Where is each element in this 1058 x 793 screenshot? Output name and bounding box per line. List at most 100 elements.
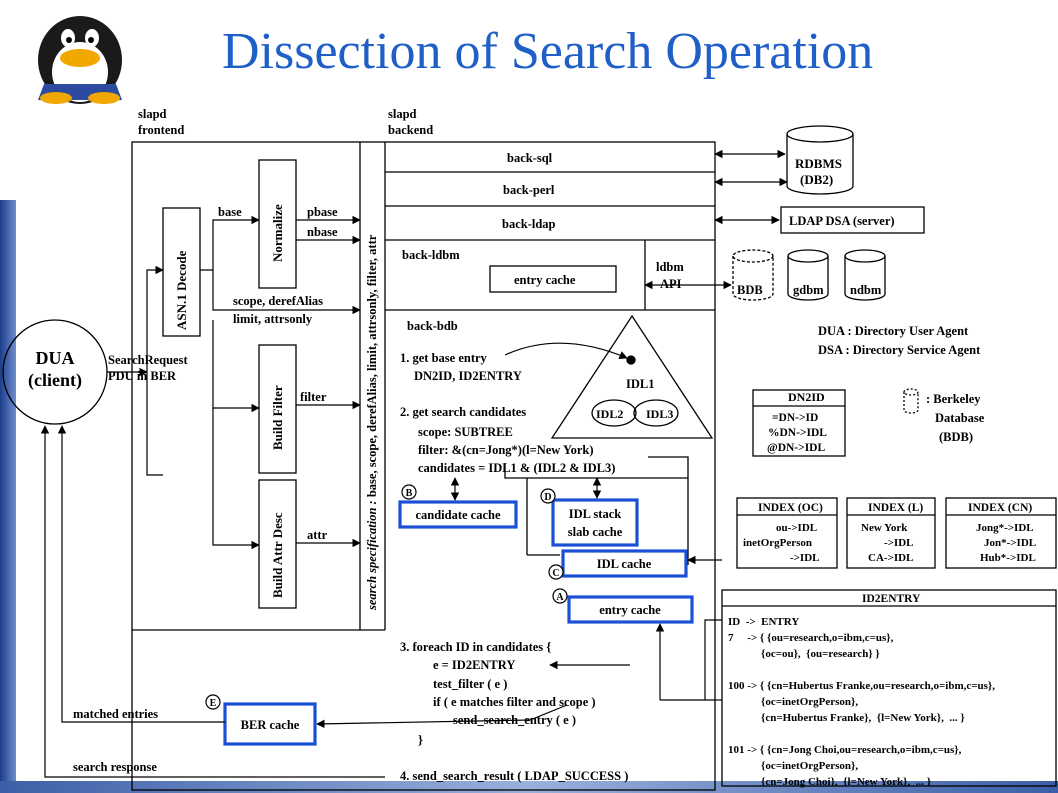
svg-text:scope, derefAlias: scope, derefAlias <box>233 294 323 308</box>
svg-text:3. foreach ID in candidates {: 3. foreach ID in candidates { <box>400 640 551 654</box>
svg-text:IDL2: IDL2 <box>596 407 623 421</box>
svg-text:frontend: frontend <box>138 123 184 137</box>
svg-text:A: A <box>556 592 564 603</box>
slapd-backend-label: slapd <box>388 107 417 121</box>
svg-text:BDB: BDB <box>737 283 763 297</box>
svg-text:2. get search candidates: 2. get search candidates <box>400 405 526 419</box>
svg-text:slab cache: slab cache <box>568 525 623 539</box>
svg-text:filter: filter <box>300 390 327 404</box>
entry-cache-box <box>567 595 694 624</box>
back-bdb-label: back-bdb <box>407 319 458 333</box>
svg-text:send_search_entry ( e ): send_search_entry ( e ) <box>453 713 576 727</box>
index-l-box <box>846 497 936 569</box>
svg-text:DUA : Directory User Agent: DUA : Directory User Agent <box>818 324 969 338</box>
back-perl-label: back-perl <box>503 183 555 197</box>
slapd-frontend-label: slapd <box>138 107 167 121</box>
svg-text:=DN->ID: =DN->ID <box>772 412 818 424</box>
ldap-dsa-box <box>780 206 925 234</box>
svg-text:scope: SUBTREE: scope: SUBTREE <box>418 425 513 439</box>
svg-text:C: C <box>552 568 559 579</box>
idl-stack-slab-cache-box <box>551 498 639 547</box>
svg-text:base: base <box>218 205 242 219</box>
idl-cache-label: IDL cache <box>597 557 652 571</box>
ldbm-entry-cache-box <box>489 265 617 293</box>
svg-text:filter: &(cn=Jong*)(l=New York: filter: &(cn=Jong*)(l=New York) <box>418 443 594 457</box>
svg-text:(DB2): (DB2) <box>800 172 833 187</box>
svg-text:IDL1: IDL1 <box>626 377 654 391</box>
id2entry-line: {cn=Hubertus Franke}, {l=New York}, ... … <box>728 712 965 724</box>
svg-text:nbase: nbase <box>307 225 338 239</box>
slapd-frame <box>131 141 716 791</box>
svg-text:@DN->IDL: @DN->IDL <box>767 442 825 454</box>
svg-text:INDEX (CN): INDEX (CN) <box>968 502 1032 514</box>
idl-cache-box <box>561 549 688 578</box>
id2entry-line: 7 -> { {ou=research,o=ibm,c=us}, <box>728 632 894 644</box>
svg-text:ldbm: ldbm <box>656 260 684 274</box>
svg-text:ID2ENTRY: ID2ENTRY <box>862 593 921 605</box>
svg-text:candidates = IDL1 & (IDL2 & ID: candidates = IDL1 & (IDL2 & IDL3) <box>418 461 615 475</box>
svg-text:ndbm: ndbm <box>850 283 882 297</box>
svg-text:e = ID2ENTRY: e = ID2ENTRY <box>433 658 515 672</box>
dua-label: DUA <box>36 348 75 368</box>
svg-text:E: E <box>210 698 217 709</box>
svg-text:entry cache: entry cache <box>514 273 576 287</box>
svg-text:1. get base entry: 1. get base entry <box>400 351 488 365</box>
svg-text:inetOrgPerson: inetOrgPerson <box>743 537 812 549</box>
matched-entries-label: matched entries <box>73 707 158 721</box>
id2entry-line: {oc=inetOrgPerson}, <box>728 760 858 772</box>
svg-text:IDL stack: IDL stack <box>569 507 621 521</box>
search-request-label: SearchRequest <box>108 353 188 367</box>
back-sql-label: back-sql <box>507 151 553 165</box>
id2entry-line: 101 -> { {cn=Jong Choi,ou=research,o=ibm… <box>728 744 962 756</box>
svg-text:test_filter ( e ): test_filter ( e ) <box>433 677 507 691</box>
asn1-decode-label: ASN.1 Decode <box>174 250 189 330</box>
svg-text:INDEX (L): INDEX (L) <box>868 502 923 514</box>
back-ldap-label: back-ldap <box>502 217 556 231</box>
svg-text:->IDL: ->IDL <box>790 552 820 564</box>
svg-text:D: D <box>544 492 551 503</box>
svg-text:pbase: pbase <box>307 205 338 219</box>
back-ldbm-label: back-ldbm <box>402 248 460 262</box>
search-specification-label: search specification : base, scope, dere… <box>365 234 379 611</box>
svg-text:ou->IDL: ou->IDL <box>776 522 817 534</box>
svg-text:gdbm: gdbm <box>793 283 824 297</box>
left-decor-strip <box>0 200 16 793</box>
id2entry-line: ID -> ENTRY <box>728 616 799 628</box>
svg-text:->IDL: ->IDL <box>884 537 914 549</box>
step4-label: 4. send_search_result ( LDAP_SUCCESS ) <box>400 769 628 783</box>
marker-b <box>401 484 417 500</box>
svg-text:CA->IDL: CA->IDL <box>868 552 913 564</box>
svg-text:DN2ID, ID2ENTRY: DN2ID, ID2ENTRY <box>414 369 522 383</box>
svg-text:Hub*->IDL: Hub*->IDL <box>980 552 1036 564</box>
marker-a <box>552 588 568 604</box>
svg-text:PDU in BER: PDU in BER <box>108 369 177 383</box>
ber-cache-label: BER cache <box>241 718 300 732</box>
normalize-label: Normalize <box>270 204 285 262</box>
dn2id-box <box>752 389 846 457</box>
svg-text:(client): (client) <box>28 370 82 391</box>
page-title: Dissection of Search Operation <box>222 23 874 80</box>
svg-text:INDEX (OC): INDEX (OC) <box>758 502 823 514</box>
build-filter-label: Build Filter <box>270 385 285 450</box>
svg-text:backend: backend <box>388 123 433 137</box>
marker-e <box>205 694 221 710</box>
svg-text:DN2ID: DN2ID <box>788 390 825 404</box>
svg-text:Jon*->IDL: Jon*->IDL <box>984 537 1036 549</box>
index-cn-box <box>945 497 1057 569</box>
svg-text:Jong*->IDL: Jong*->IDL <box>976 522 1034 534</box>
id2entry-box <box>721 589 1057 787</box>
svg-text:IDL3: IDL3 <box>646 407 673 421</box>
id2entry-content: ID -> ENTRY 7 -> { {ou=research,o=ibm,c=u… <box>728 616 995 788</box>
svg-text:limit, attrsonly: limit, attrsonly <box>233 312 313 326</box>
svg-text:%DN->IDL: %DN->IDL <box>768 427 827 439</box>
marker-c <box>548 564 564 580</box>
svg-text:RDBMS: RDBMS <box>795 156 842 171</box>
svg-text:API: API <box>660 277 682 291</box>
id2entry-line: {cn=Jong Choi}, {l=New York}, ... } <box>728 776 931 788</box>
svg-text:}: } <box>418 733 423 747</box>
svg-text:B: B <box>406 488 413 499</box>
id2entry-line: 100 -> { {cn=Hubertus Franke,ou=research… <box>728 680 995 692</box>
svg-text:(BDB): (BDB) <box>939 430 973 444</box>
svg-text:DSA : Directory Service Agent: DSA : Directory Service Agent <box>818 343 981 357</box>
build-attr-desc-label: Build Attr Desc <box>270 512 285 598</box>
